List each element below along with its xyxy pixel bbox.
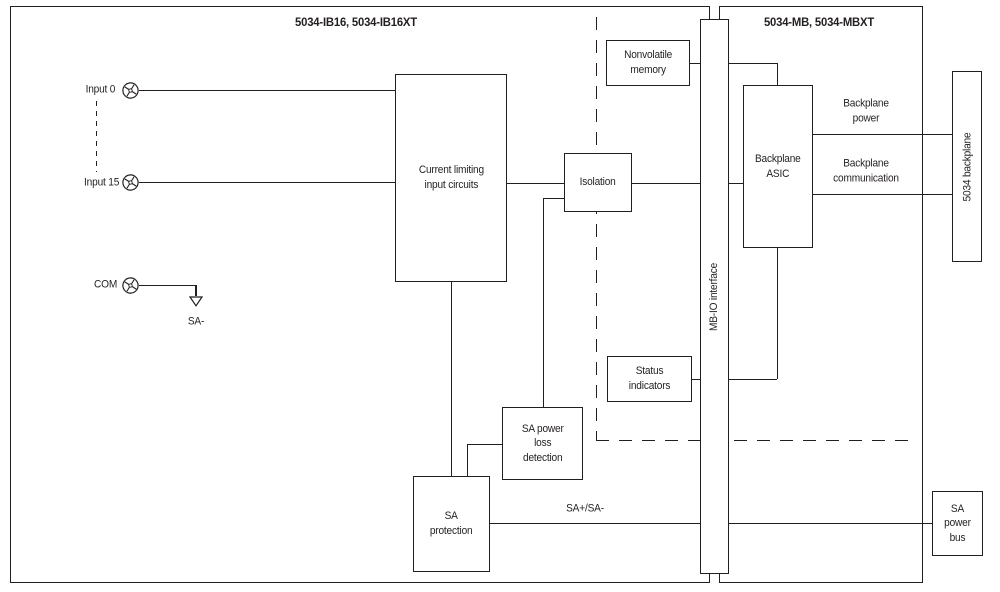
wire-sapowerloss-saprotection-v <box>466 444 468 476</box>
block-nonvolatile-memory: Nonvolatile memory <box>606 40 690 86</box>
block-sa-protection: SA protection <box>413 476 490 572</box>
wire-isolation-asic <box>632 182 743 184</box>
block-isolation: Isolation <box>564 153 632 212</box>
wire-backplane-communication <box>813 193 952 195</box>
wire-currentlimiting-isolation <box>507 182 564 184</box>
wire-input15 <box>139 181 395 183</box>
5034-backplane-label: 5034 backplane <box>961 132 974 201</box>
backplane-power-label: Backplane power <box>843 97 889 124</box>
isolation-boundary-vertical <box>595 17 597 440</box>
isolation-boundary-horizontal <box>596 439 913 441</box>
wire-com-drop <box>195 285 197 296</box>
sa-minus-label: SA- <box>187 315 205 328</box>
current-limiting-label: Current limiting input circuits <box>418 164 484 191</box>
input15-label: Input 15 <box>83 175 119 188</box>
screw-terminal-input0-icon <box>121 82 139 99</box>
ground-arrow-icon <box>189 296 203 307</box>
right-module-title: 5034-MB, 5034-MBXT <box>763 15 875 29</box>
sa-power-bus-label: SA power bus <box>944 502 971 544</box>
block-status-indicators: Status indicators <box>607 356 692 402</box>
screw-terminal-com-icon <box>121 276 139 294</box>
block-backplane-asic: Backplane ASIC <box>743 85 813 248</box>
mb-io-interface-label: MB-IO interface <box>708 262 721 331</box>
wire-currentlimiting-saprotection <box>450 282 452 476</box>
wire-nonvolatile-asic-h <box>690 62 777 64</box>
wire-input0 <box>139 89 395 91</box>
wire-sapowerloss-saprotection-h <box>467 443 502 445</box>
wire-nonvolatile-asic-v <box>776 63 778 85</box>
left-module-title: 5034-IB16, 5034-IB16XT <box>295 15 417 29</box>
backplane-asic-label: Backplane ASIC <box>755 152 801 180</box>
block-5034-backplane: 5034 backplane <box>952 71 982 262</box>
input0-label: Input 0 <box>85 83 115 96</box>
wire-backplane-power <box>813 133 952 135</box>
isolation-label: Isolation <box>579 176 617 189</box>
status-indicators-label: Status indicators <box>628 365 671 392</box>
nonvolatile-memory-label: Nonvolatile memory <box>623 49 673 76</box>
block-mb-io-interface: MB-IO interface <box>700 19 729 574</box>
backplane-communication-label: Backplane communication <box>833 157 899 184</box>
wire-com <box>139 284 196 286</box>
screw-terminal-input15-icon <box>121 174 139 191</box>
com-label: COM <box>93 278 117 291</box>
wire-isolation-sapowerloss-v <box>542 198 544 407</box>
block-sa-power-loss: SA power loss detection <box>502 407 583 480</box>
wire-isolation-sapowerloss-h <box>543 197 564 199</box>
input-range-dotted-line <box>95 101 97 172</box>
wire-asic-status-h <box>692 378 777 380</box>
sa-bus-label: SA+/SA- <box>566 502 604 515</box>
block-current-limiting: Current limiting input circuits <box>395 74 507 282</box>
wire-asic-status-v <box>776 248 778 379</box>
sa-protection-label: SA protection <box>430 510 473 537</box>
block-sa-power-bus: SA power bus <box>932 491 983 556</box>
sa-power-loss-label: SA power loss detection <box>521 422 564 464</box>
